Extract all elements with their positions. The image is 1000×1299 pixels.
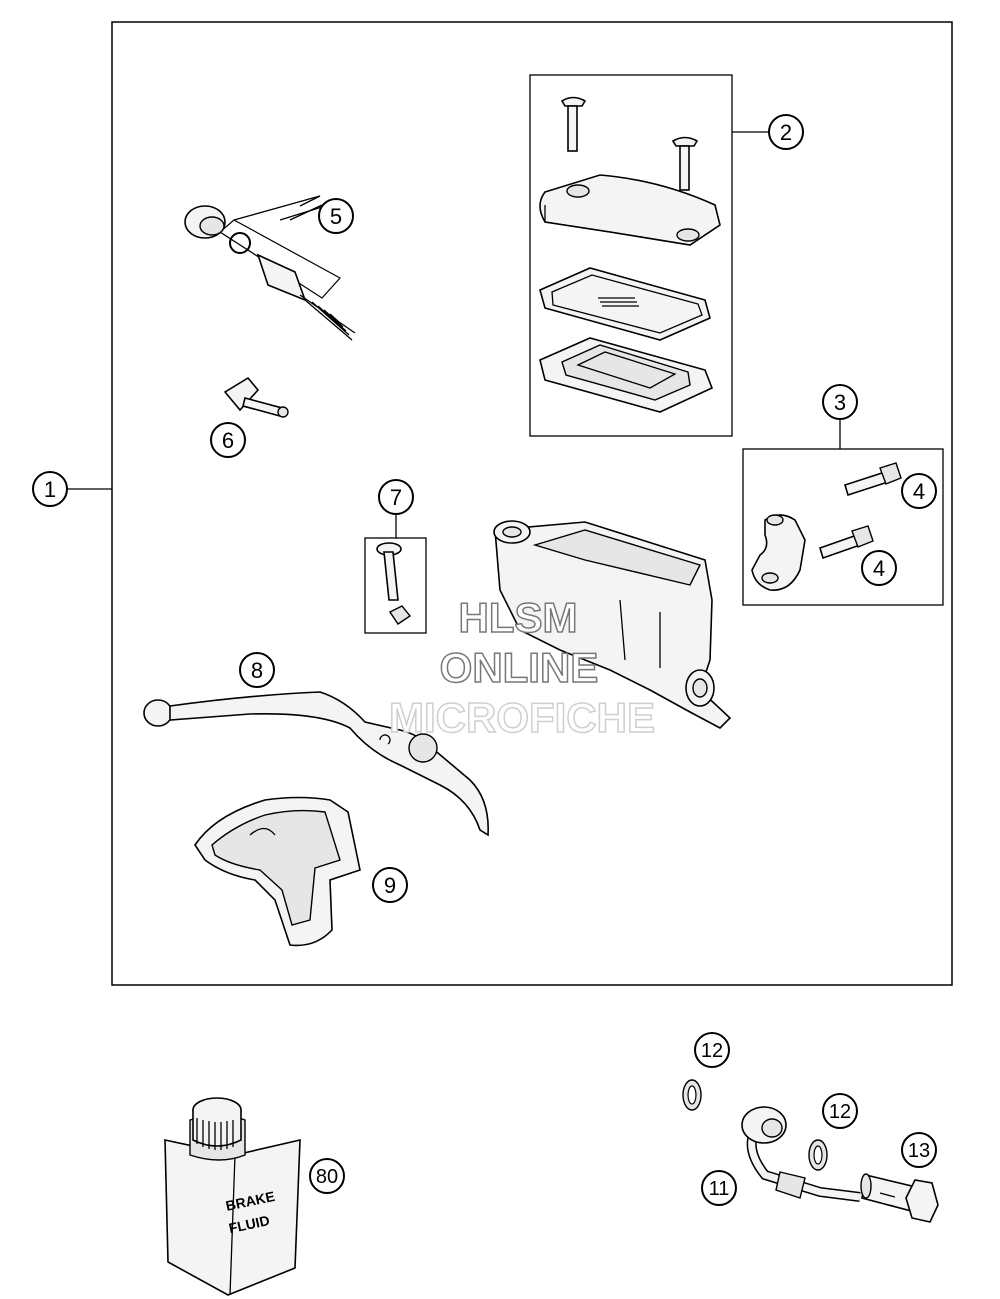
sealing-washer-2 — [808, 1139, 828, 1171]
sealing-washer-1 — [682, 1079, 702, 1111]
callout-6: 6 — [210, 422, 246, 458]
piston-kit — [184, 195, 356, 341]
callout-5-text: 5 — [330, 204, 342, 229]
callout-4-lower-text: 4 — [873, 556, 885, 581]
reservoir-diaphragm — [539, 337, 714, 413]
cover-screw-1 — [560, 96, 587, 152]
callout-80-text: 80 — [316, 1166, 338, 1188]
lever-pivot-pin — [376, 542, 412, 625]
callout-5: 5 — [318, 198, 354, 234]
callout-12-upper-text: 12 — [701, 1040, 723, 1062]
callout-80: 80 — [309, 1158, 345, 1194]
callout-1-text: 1 — [44, 477, 56, 502]
callout-13-text: 13 — [908, 1140, 930, 1162]
master-cylinder-body — [493, 520, 732, 729]
reservoir-plate — [539, 267, 711, 341]
callout-4-upper: 4 — [901, 473, 937, 509]
reservoir-cover-box — [529, 74, 733, 437]
cover-screw-2 — [671, 136, 699, 191]
callout-12-lower: 12 — [822, 1093, 858, 1129]
clamp-box — [742, 448, 944, 606]
callout-8-text: 8 — [251, 658, 263, 683]
brake-lever — [143, 691, 489, 837]
brake-hose — [741, 1106, 861, 1202]
callout-7: 7 — [378, 479, 414, 515]
callout-9: 9 — [372, 867, 408, 903]
callout-11-text: 11 — [709, 1178, 730, 1200]
watermark-line3: MICROFICHE — [389, 694, 655, 741]
callout-7-text: 7 — [390, 485, 402, 510]
lever-boot — [194, 796, 361, 947]
callout-6-text: 6 — [222, 428, 234, 453]
leader-line-5 — [289, 204, 323, 221]
handlebar-clamp — [751, 514, 806, 591]
callout-13: 13 — [901, 1132, 937, 1168]
watermark-line2: ONLINE — [440, 644, 599, 691]
banjo-bolt — [860, 1173, 939, 1223]
callout-2: 2 — [768, 114, 804, 150]
callout-2-text: 2 — [780, 120, 792, 145]
clamp-bolt-lower — [819, 525, 874, 560]
callout-12-upper: 12 — [694, 1032, 730, 1068]
callout-3: 3 — [822, 384, 858, 420]
callout-9-text: 9 — [384, 873, 396, 898]
callout-4-lower: 4 — [861, 550, 897, 586]
callout-8: 8 — [239, 652, 275, 688]
bleed-screw — [223, 376, 289, 418]
callout-1: 1 — [32, 471, 68, 507]
reservoir-cap — [539, 174, 721, 246]
watermark-line1: HLSM — [459, 594, 578, 641]
assembly-frame — [111, 21, 953, 986]
brake-fluid-can: BRAKE FLUID — [164, 1097, 301, 1296]
clamp-bolt-upper — [844, 462, 902, 497]
watermark: HLSM ONLINE MICROFICHE — [388, 593, 656, 742]
callout-11: 11 — [701, 1170, 737, 1206]
callout-3-text: 3 — [834, 390, 846, 415]
callout-12-lower-text: 12 — [829, 1101, 851, 1123]
callout-4-upper-text: 4 — [913, 479, 925, 504]
